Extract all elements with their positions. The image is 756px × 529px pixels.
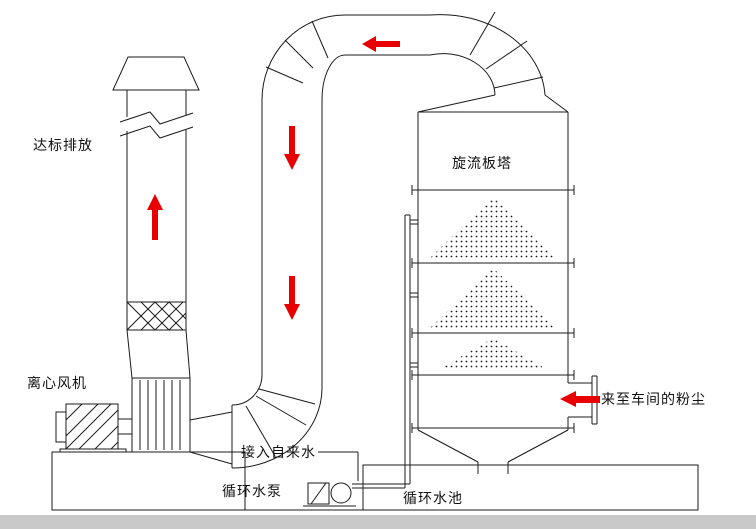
- tower-bottom-flange: [411, 423, 575, 433]
- footer-bar: [0, 515, 756, 529]
- flow-arrow-down-duct-2: [284, 276, 300, 320]
- label-dust-inlet: 来至车间的粉尘: [601, 391, 706, 408]
- spray-cone-2: [430, 268, 556, 328]
- label-pump: 循环水泵: [222, 484, 282, 500]
- spray-cone-1: [430, 197, 556, 258]
- tower-plate-2: [411, 258, 575, 268]
- tower-hopper: [417, 429, 569, 474]
- label-pool: 循环水池: [403, 491, 463, 507]
- spray-cone-3: [438, 338, 548, 370]
- centrifugal-fan: [55, 377, 191, 453]
- water-piping: [318, 214, 418, 489]
- flow-arrow-left-top-duct: [362, 36, 400, 52]
- flow-arrow-up-stack: [147, 194, 163, 240]
- tap-water-line: [318, 451, 359, 481]
- fan-motor: [55, 403, 127, 453]
- cyclone-plate-tower: [411, 94, 575, 474]
- tower-plate-1: [411, 185, 575, 195]
- elbow-top-right: [429, 11, 546, 96]
- break-line-top: [119, 111, 194, 125]
- label-tower: 旋流板塔: [452, 156, 512, 172]
- flow-arrow-inlet: [560, 391, 600, 407]
- tower-plate-3: [411, 328, 575, 338]
- break-line-bottom: [119, 125, 194, 139]
- labels: 达标排放 旋流板塔 离心风机 接入自来水 循环水泵 循环水池 来至车间的粉尘: [27, 138, 706, 507]
- recirculation-duct: [189, 11, 546, 469]
- circulating-pump: [303, 482, 356, 507]
- flow-arrow-down-duct-1: [284, 126, 300, 170]
- elbow-bottom: [189, 374, 323, 469]
- flow-arrows: [147, 36, 600, 407]
- exhaust-stack: [112, 56, 200, 379]
- fan-shaft: [117, 418, 133, 435]
- label-fan: 离心风机: [27, 375, 87, 392]
- stack-joint-crosshatch: [126, 301, 187, 331]
- label-tap-water: 接入自来水: [241, 444, 316, 461]
- elbow-top-left: [261, 14, 346, 101]
- tower-plate-4: [411, 370, 575, 380]
- fan-housing: [131, 377, 191, 453]
- fan-foundation: [51, 451, 246, 511]
- label-emission: 达标排放: [33, 138, 93, 154]
- stack-rain-cap: [112, 56, 200, 91]
